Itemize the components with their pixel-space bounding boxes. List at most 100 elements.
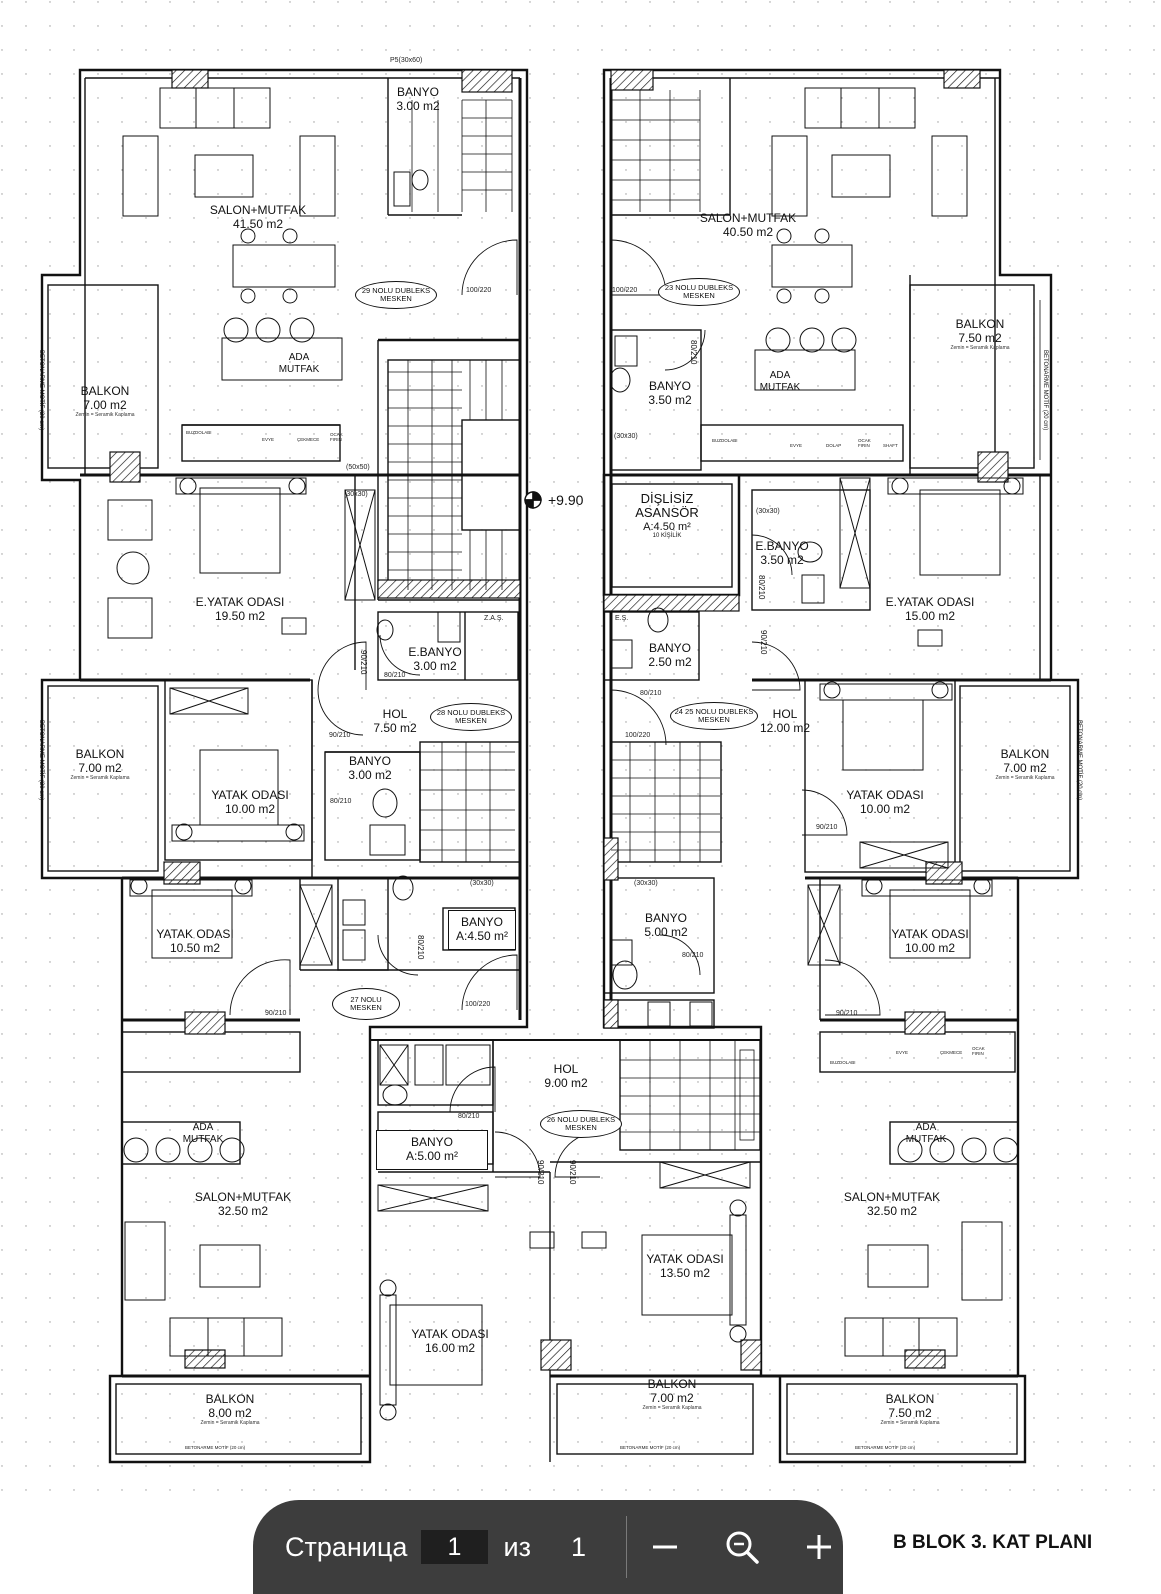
elevator-label: DİŞLİSİZ ASANSÖR A:4.50 m² 10 KİŞİLİK xyxy=(611,491,723,539)
es-label: E.Ş. xyxy=(615,615,629,622)
kitchen-label: EVYE xyxy=(262,437,275,442)
room-sw-banyo: BANYO A:4.50 m² xyxy=(448,910,516,950)
room-sw-ada: ADA MUTFAK xyxy=(181,1122,225,1145)
room-sub: MUTFAK xyxy=(182,1133,224,1145)
room-nw-ebanyo: E.BANYO 3.00 m2 xyxy=(405,645,465,674)
room-e-yatak: YATAK ODASI 10.00 m2 xyxy=(835,788,935,817)
room-ne-balkon: BALKON 7.50 m2 Zemin = Seramik Kaplama xyxy=(930,317,1030,351)
room-note: Zemin = Seramik Kaplama xyxy=(995,774,1055,781)
room-ne-ebanyo: E.BANYO 3.50 m2 xyxy=(752,539,812,568)
zoom-in-button[interactable] xyxy=(794,1522,843,1572)
room-c-yatak2: YATAK ODASI 13.50 m2 xyxy=(635,1252,735,1281)
plus-icon xyxy=(806,1535,831,1559)
room-w-balkon: BALKON 7.00 m2 Zemin = Seramik Kaplama xyxy=(50,747,150,781)
room-ne-salon: SALON+MUTFAK 40.50 m2 xyxy=(688,211,808,240)
room-area: 10.00 m2 xyxy=(904,940,956,955)
room-name: ADA xyxy=(288,352,310,363)
room-w-banyo: BANYO 3.00 m2 xyxy=(340,754,400,783)
room-ne-banyo: BANYO 3.50 m2 xyxy=(640,379,700,408)
door-label: 100/220 xyxy=(625,732,651,739)
room-sub: MUTFAK xyxy=(278,363,320,375)
unit-badge-line2: MESKEN xyxy=(565,1123,597,1132)
room-name: HOL xyxy=(553,1062,579,1076)
door-label: 100/220 xyxy=(466,287,492,294)
page-number-input[interactable]: 1 xyxy=(421,1530,488,1564)
toolbar-divider xyxy=(626,1516,628,1578)
kitchen-label: DOLAP xyxy=(826,443,842,448)
room-ne-ada: ADA MUTFAK xyxy=(758,370,802,393)
room-nw-banyo: BANYO 3.00 m2 xyxy=(393,85,443,114)
door-label: 80/210 xyxy=(330,798,352,805)
room-area: A:5.00 m² xyxy=(405,1149,459,1163)
room-area: 7.50 m2 xyxy=(888,1405,932,1420)
room-name: YATAK ODASI xyxy=(891,927,969,941)
unit-badge-line1: 27 NOLU xyxy=(350,994,382,1004)
room-name: BANYO xyxy=(396,85,439,99)
elevator-name2: ASANSÖR xyxy=(635,505,699,521)
room-name: SALON+MUTFAK xyxy=(843,1190,941,1204)
kitchen-label: BUZDOLABI xyxy=(830,1060,856,1065)
plan-title: B BLOK 3. KAT PLANI xyxy=(893,1532,1093,1553)
unit-badge-line2: MESKEN xyxy=(683,291,715,300)
room-name: BANYO xyxy=(410,1135,453,1150)
room-area: 41.50 m2 xyxy=(232,216,284,231)
room-nw-ada: ADA MUTFAK xyxy=(277,352,321,375)
room-area: A:4.50 m² xyxy=(455,929,509,943)
room-area: 32.50 m2 xyxy=(866,1203,918,1218)
door-label: 80/210 xyxy=(689,340,698,365)
room-sw-salon: SALON+MUTFAK 32.50 m2 xyxy=(183,1190,303,1219)
room-area: 12.00 m2 xyxy=(759,720,811,735)
room-s-balkon2: BALKON 7.50 m2 Zemin = Seramik Kaplama xyxy=(860,1392,960,1426)
room-name: HOL xyxy=(382,707,408,721)
unit-badge-line2: MESKEN xyxy=(350,1003,382,1012)
top-beam-label: P5(30x60) xyxy=(390,57,423,64)
room-se-ada: ADA MUTFAK xyxy=(904,1122,948,1145)
unit-badge-28: 28 NOLU DUBLEKS MESKEN xyxy=(430,703,512,731)
zoom-out-button[interactable] xyxy=(641,1522,690,1572)
room-name: YATAK ODASI xyxy=(411,1327,489,1341)
size-label: (30x30) xyxy=(344,491,368,498)
room-name: E.BANYO xyxy=(408,645,462,659)
room-area: 10.50 m2 xyxy=(169,940,221,955)
room-c-hol: HOL 9.00 m2 xyxy=(536,1062,596,1091)
kitchen-label: OCAK FIRIN xyxy=(972,1046,985,1056)
unit-badge-29: 29 NOLU DUBLEKS MESKEN xyxy=(355,281,437,309)
room-area: 7.00 m2 xyxy=(650,1390,694,1405)
room-nw-balkon: BALKON 7.00 m2 Zemin = Seramik Kaplama xyxy=(55,384,155,418)
unit-badge-27: 27 NOLU MESKEN xyxy=(332,988,400,1020)
room-area: 8.00 m2 xyxy=(208,1405,252,1420)
size-label: (50x50) xyxy=(346,464,370,471)
door-label: 80/210 xyxy=(640,690,662,697)
minus-icon xyxy=(653,1545,678,1549)
balcony-rail-label: BETONARME MOTİF (20 cm) xyxy=(1076,720,1082,801)
zoom-reset-button[interactable] xyxy=(718,1522,767,1572)
room-name: SALON+MUTFAK xyxy=(209,203,307,217)
unit-badge-line1: 23 NOLU DUBLEKS xyxy=(664,282,734,292)
elevation-label: +9.90 xyxy=(548,492,583,508)
door-label: 90/210 xyxy=(568,1160,577,1185)
kitchen-label: SHAFT xyxy=(883,443,898,448)
room-name: SALON+MUTFAK xyxy=(699,211,797,225)
room-area: 19.50 m2 xyxy=(214,608,266,623)
room-note: Zemin = Seramik Kaplama xyxy=(642,1404,702,1411)
unit-badge-line2: MESKEN xyxy=(455,716,487,725)
room-area: 3.00 m2 xyxy=(413,658,457,673)
room-area: 32.50 m2 xyxy=(217,1203,269,1218)
size-label: (30x30) xyxy=(614,433,638,440)
room-area: 7.00 m2 xyxy=(78,760,122,775)
room-area: 7.50 m2 xyxy=(373,720,417,735)
room-name: YATAK ODASI xyxy=(211,788,289,802)
room-area: 10.00 m2 xyxy=(859,801,911,816)
room-area: 7.00 m2 xyxy=(83,397,127,412)
room-area: 3.50 m2 xyxy=(648,392,692,407)
room-area: 7.00 m2 xyxy=(1003,760,1047,775)
room-name: BALKON xyxy=(205,1392,255,1406)
kitchen-label: BUZDOLABI xyxy=(712,438,738,443)
room-sub: MUTFAK xyxy=(759,381,801,393)
room-area: 40.50 m2 xyxy=(722,224,774,239)
balcony-rail-label: BETONARME MOTİF (20 cm) xyxy=(38,350,44,431)
room-name: SALON+MUTFAK xyxy=(194,1190,292,1204)
room-name: BALKON xyxy=(1000,747,1050,761)
room-note: Zemin = Seramik Kaplama xyxy=(75,411,135,418)
balcony-rail-label: BETONARME MOTİF (20 cm) xyxy=(185,1445,246,1450)
